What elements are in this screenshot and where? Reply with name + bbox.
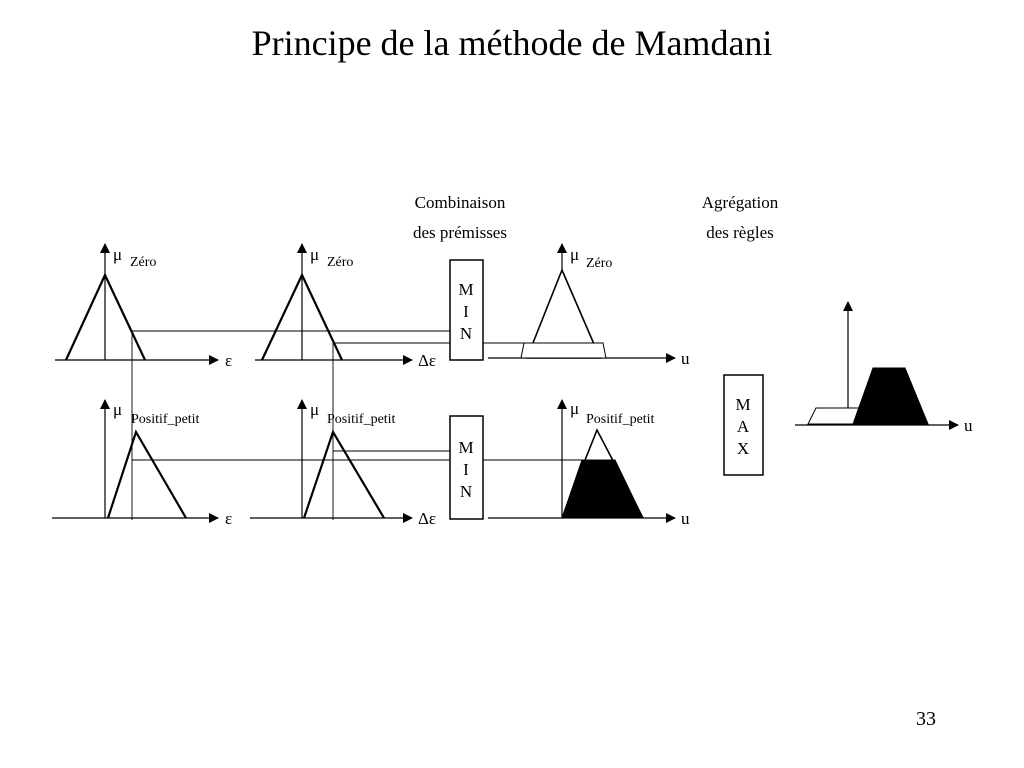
set-label-positif-petit: Positif_petit xyxy=(586,412,655,427)
aggregation-caption-line2: des règles xyxy=(706,223,774,242)
set-label-zero: Zéro xyxy=(130,255,156,270)
min-box xyxy=(449,259,484,361)
delta-epsilon-label: Δε xyxy=(418,351,436,370)
combination-caption-line2: des prémisses xyxy=(413,223,507,242)
mu-symbol: μ xyxy=(113,245,122,264)
min-letter-n: N xyxy=(460,482,472,501)
set-label-positif-petit: Positif_petit xyxy=(327,412,396,427)
u-label: u xyxy=(964,416,973,435)
u-label: u xyxy=(681,349,690,368)
mu-symbol: μ xyxy=(113,400,122,419)
projection-lines xyxy=(131,330,615,520)
max-letter-m: M xyxy=(735,395,750,414)
plot-delta-epsilon-positif-petit: μ Positif_petit Δε xyxy=(250,399,436,528)
zero-clipped-output xyxy=(520,342,607,359)
epsilon-label: ε xyxy=(225,509,232,528)
slide-number: 33 xyxy=(916,708,936,730)
min-operator-rule2: M I N xyxy=(449,415,484,520)
min-letter-i: I xyxy=(463,460,469,479)
positif-petit-triangle xyxy=(302,429,385,519)
u-label: u xyxy=(681,509,690,528)
set-label-positif-petit: Positif_petit xyxy=(131,412,200,427)
min-box xyxy=(449,415,484,520)
plot-epsilon-positif-petit: μ Positif_petit ε xyxy=(52,399,232,528)
plot-epsilon-zero: μ Zéro ε xyxy=(55,243,232,370)
epsilon-label: ε xyxy=(225,351,232,370)
zero-triangle xyxy=(261,272,343,361)
plot-u-zero: μ Zéro u xyxy=(488,243,690,368)
mu-symbol: μ xyxy=(310,400,319,419)
mu-symbol: μ xyxy=(570,399,579,418)
mu-symbol: μ xyxy=(310,245,319,264)
plot-aggregated-output: u xyxy=(795,301,973,435)
max-box xyxy=(723,374,764,476)
combination-caption-line1: Combinaison xyxy=(414,193,506,212)
plot-u-positif-petit: μ Positif_petit u xyxy=(488,399,690,528)
set-label-zero: Zéro xyxy=(327,255,353,270)
max-operator: M A X xyxy=(723,374,764,476)
min-operator-rule1: M I N xyxy=(449,259,484,361)
min-letter-m: M xyxy=(458,438,473,457)
slide-title: Principe de la méthode de Mamdani xyxy=(251,23,773,63)
plot-delta-epsilon-zero: μ Zéro Δε xyxy=(255,243,436,370)
min-letter-m: M xyxy=(458,280,473,299)
max-letter-a: A xyxy=(737,417,750,436)
mu-symbol: μ xyxy=(570,245,579,264)
aggregated-positif-petit-part xyxy=(852,367,929,425)
set-label-zero: Zéro xyxy=(586,256,612,271)
positif-petit-clipped-output xyxy=(561,459,644,519)
aggregation-caption: Agrégation des règles xyxy=(670,188,810,248)
min-letter-i: I xyxy=(463,302,469,321)
max-letter-x: X xyxy=(737,439,749,458)
delta-epsilon-label: Δε xyxy=(418,509,436,528)
aggregation-caption-line1: Agrégation xyxy=(701,193,779,212)
combination-caption: Combinaison des prémisses xyxy=(385,188,535,248)
positif-petit-triangle xyxy=(106,429,187,519)
min-letter-n: N xyxy=(460,324,472,343)
